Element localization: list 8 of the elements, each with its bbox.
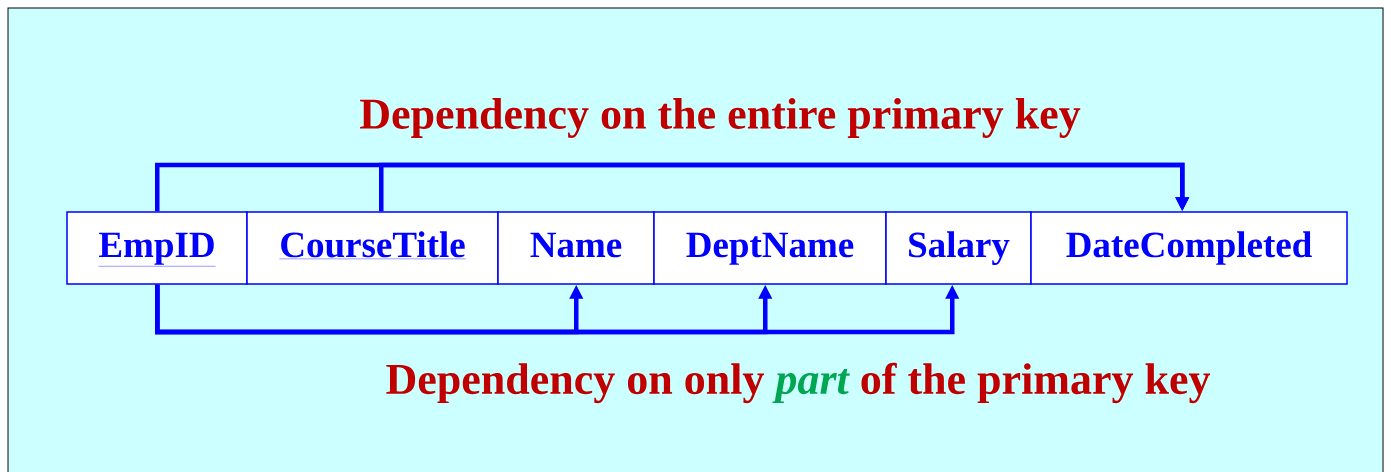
table-cell: CourseTitle xyxy=(246,211,499,285)
heading: Dependency on only part of the primary key xyxy=(386,362,1211,404)
table-cell: Salary xyxy=(885,211,1032,285)
table-cell: EmpID xyxy=(66,211,248,285)
heading: Dependency on the entire primary key xyxy=(360,98,1081,138)
table-cell: DeptName xyxy=(653,211,887,285)
arrow xyxy=(379,162,1190,212)
table-cell: Name xyxy=(497,211,655,285)
